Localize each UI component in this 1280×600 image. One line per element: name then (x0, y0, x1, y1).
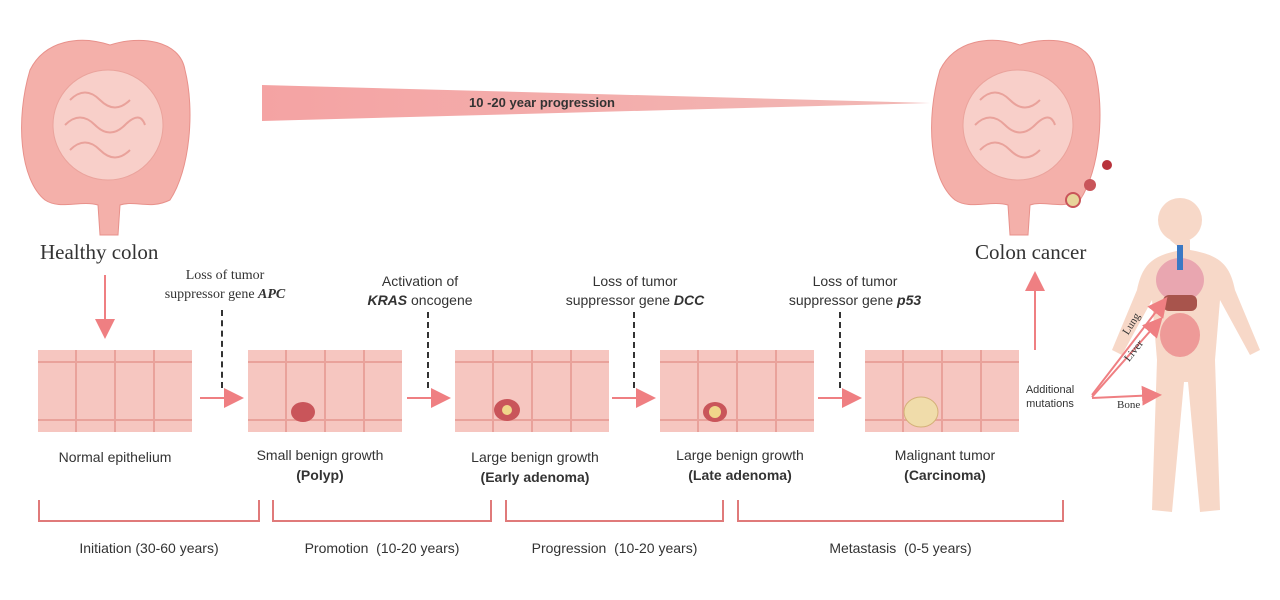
progression-label: 10 -20 year progression (469, 95, 615, 110)
tissue-polyp (248, 350, 402, 432)
additional-mutations-label: Additional mutations (1025, 384, 1075, 410)
phase-initiation: Initiation (30-60 years) (79, 540, 219, 556)
cancer-colon-illustration (931, 39, 1112, 236)
human-body-illustration (1112, 198, 1260, 512)
phase-bracket (38, 500, 260, 522)
stage-label: Malignant tumor(Carcinoma) (894, 447, 996, 483)
stage-label: Large benign growth(Early adenoma) (471, 449, 599, 485)
tissue-early-adenoma (455, 350, 609, 432)
stage-label: Normal epithelium (58, 449, 172, 465)
progression-banner (262, 85, 930, 121)
phase-progression: Progression (10-20 years) (531, 540, 698, 556)
phase-bracket (272, 500, 492, 522)
stage-label: Large benign growth(Late adenoma) (676, 447, 804, 483)
tissue-normal (38, 350, 192, 432)
dashed-connector (221, 310, 223, 388)
healthy-colon-illustration (21, 39, 191, 236)
phase-bracket (737, 500, 1064, 522)
tissue-carcinoma (865, 350, 1019, 432)
healthy-colon-label: Healthy colon (40, 240, 159, 264)
tissue-late-adenoma (660, 350, 814, 432)
phase-metastasis: Metastasis (0-5 years) (829, 540, 972, 556)
stage-label: Small benign growth(Polyp) (256, 447, 384, 483)
phase-promotion: Promotion (10-20 years) (304, 540, 460, 556)
dashed-connector (427, 312, 429, 388)
site-bone: Bone (1117, 399, 1141, 411)
colon-cancer-label: Colon cancer (975, 240, 1087, 264)
phase-bracket (505, 500, 724, 522)
dashed-connector (839, 312, 841, 388)
dashed-connector (633, 312, 635, 388)
